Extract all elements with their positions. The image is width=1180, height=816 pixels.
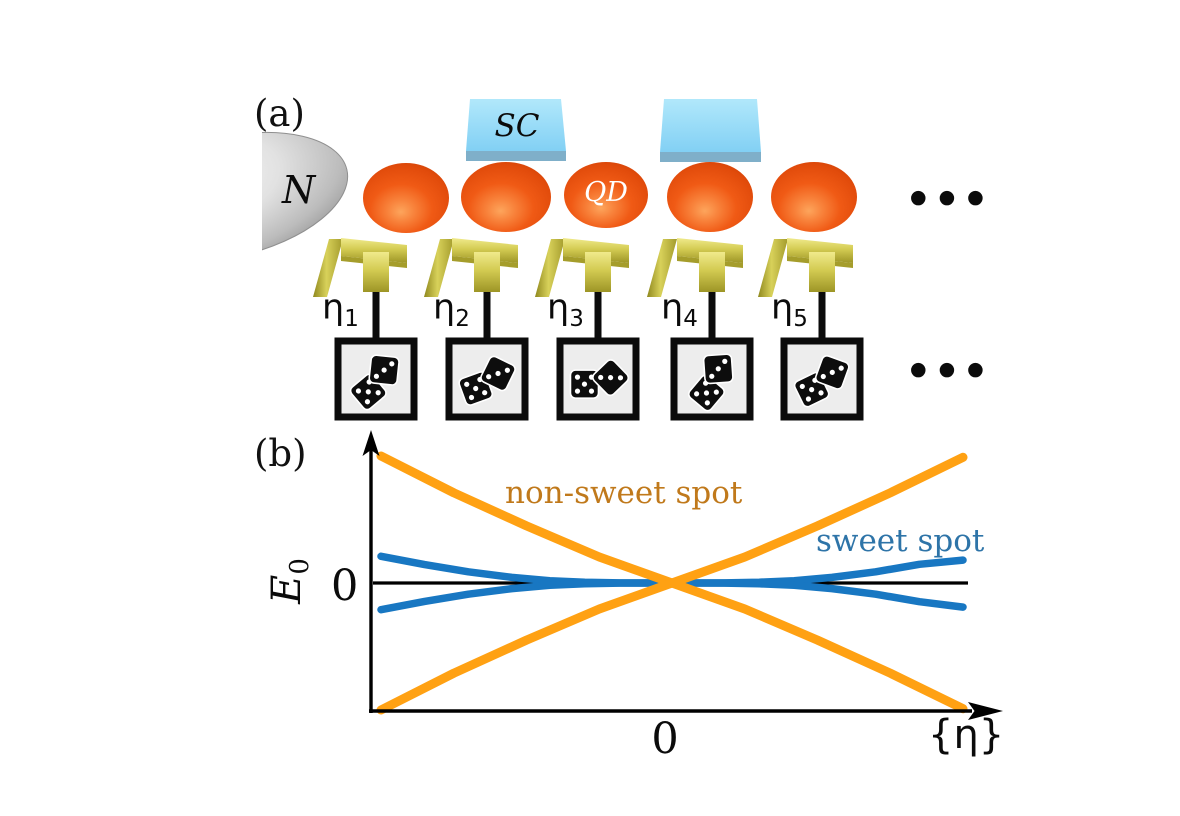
gate-label-eta3: η3 xyxy=(547,288,584,332)
quantum-dot xyxy=(667,162,753,232)
ylabel-subscript: 0 xyxy=(285,558,315,575)
gate-label-eta5: η5 xyxy=(771,288,808,332)
quantum-dot xyxy=(461,162,551,232)
x-axis-arrow-icon xyxy=(968,702,1003,720)
sc-box-1 xyxy=(466,99,566,161)
annotation-sweet-spot: sweet spot xyxy=(816,523,985,559)
quantum-dot xyxy=(564,162,648,228)
eta-subscript: 2 xyxy=(455,306,470,332)
gate-label-eta2: η2 xyxy=(433,288,470,332)
eta-symbol: η xyxy=(433,288,456,328)
y-axis-label: E0 xyxy=(264,535,315,627)
wire xyxy=(372,282,380,344)
non-sweet-spot-ascending-line xyxy=(376,452,968,715)
eta-symbol: η xyxy=(322,288,345,328)
sc-label: SC xyxy=(494,108,540,144)
ylabel-base: E xyxy=(264,574,310,604)
gate-label-eta4: η4 xyxy=(661,288,698,332)
random-voltage-boxes xyxy=(334,337,864,421)
wire xyxy=(818,282,826,344)
eta-subscript: 4 xyxy=(683,306,698,332)
gate-electrodes xyxy=(313,238,853,297)
dice-box xyxy=(670,337,754,421)
gate-t xyxy=(563,238,629,292)
gate-label-eta1: η1 xyxy=(322,288,359,332)
eta-symbol: η xyxy=(771,288,794,328)
dice-box xyxy=(334,337,418,421)
gate-rod xyxy=(313,239,343,297)
y-tick-zero: 0 xyxy=(331,561,359,611)
lead-label: N xyxy=(282,168,316,212)
eta-subscript: 5 xyxy=(793,306,808,332)
dice-box xyxy=(445,337,529,421)
eta-subscript: 3 xyxy=(569,306,584,332)
panel-b-tag: (b) xyxy=(254,432,307,475)
x-axis xyxy=(369,702,1003,720)
dice-box xyxy=(780,337,864,421)
sc-box-2 xyxy=(660,99,761,162)
wire xyxy=(483,282,491,344)
normal-lead xyxy=(262,131,349,263)
y-axis-arrow-icon xyxy=(362,430,380,456)
gate-t xyxy=(341,238,407,292)
eta-symbol: η xyxy=(547,288,570,328)
eta-subscript: 1 xyxy=(344,306,359,332)
gate-rod xyxy=(758,239,788,297)
panel-a-tag: (a) xyxy=(254,92,305,135)
gate-rod xyxy=(535,239,565,297)
y-axis xyxy=(362,430,380,713)
gate-t xyxy=(452,238,518,292)
gate-t xyxy=(787,238,853,292)
x-tick-zero: 0 xyxy=(651,714,679,764)
wire xyxy=(594,282,602,344)
dice-box xyxy=(556,337,640,421)
gate-rod xyxy=(647,239,677,297)
annotation-non-sweet-spot: non-sweet spot xyxy=(505,475,743,511)
eta-symbol: η xyxy=(661,288,684,328)
quantum-dot xyxy=(363,163,449,233)
quantum-dots xyxy=(363,162,857,233)
gate-wires xyxy=(372,282,826,344)
wire xyxy=(708,282,716,344)
ellipsis-top: ●●● xyxy=(910,186,996,208)
gate-t xyxy=(677,238,743,292)
x-axis-label: {η} xyxy=(928,712,1005,758)
quantum-dot xyxy=(771,162,857,232)
ellipsis-bottom: ●●● xyxy=(910,358,996,380)
qd-label: QD xyxy=(584,177,628,208)
gate-rod xyxy=(424,239,454,297)
